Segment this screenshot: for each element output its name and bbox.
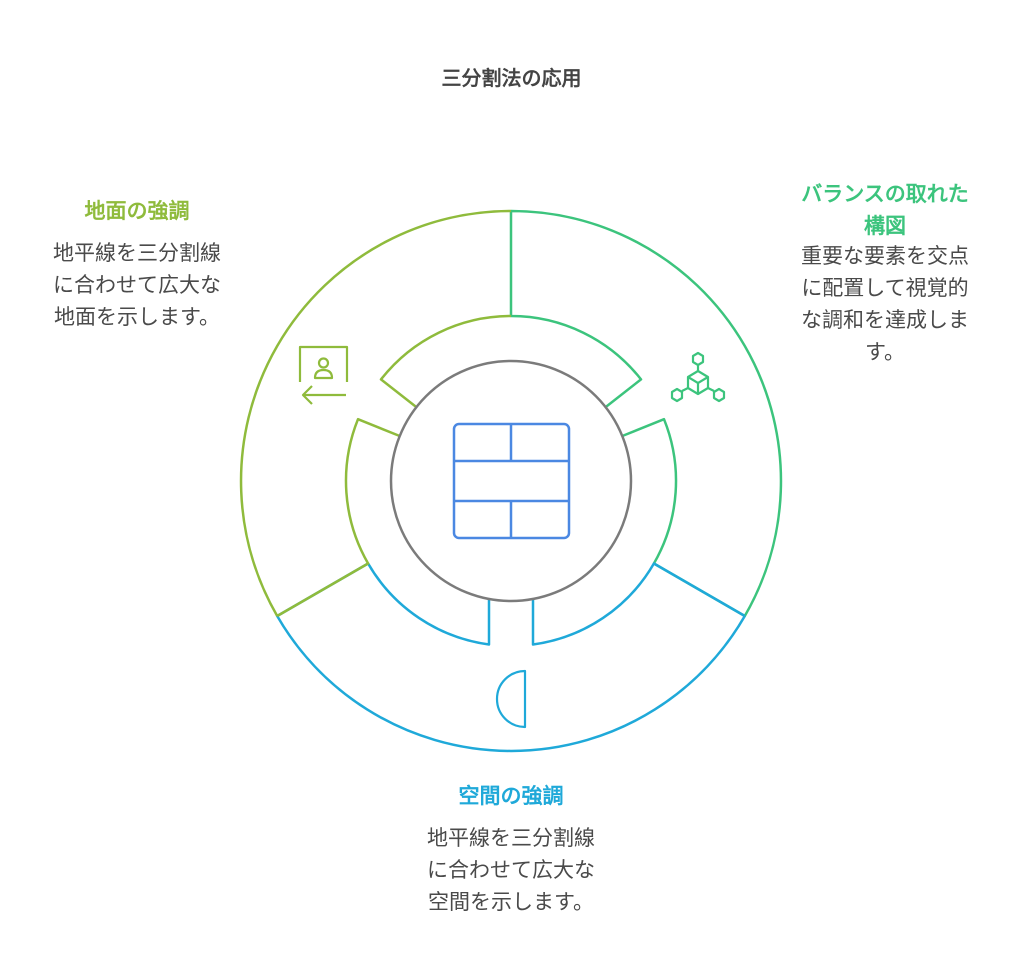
balance-line: な調和を達成しま bbox=[801, 308, 969, 332]
ground-heading: 地面の強調 bbox=[84, 199, 190, 223]
balance-line: す。 bbox=[865, 340, 905, 364]
segment-balance bbox=[509, 209, 783, 618]
balance-line: 重要な要素を交点 bbox=[801, 244, 969, 268]
molecule-cube-icon bbox=[670, 351, 726, 403]
ground-line: に合わせて広大な bbox=[53, 273, 221, 297]
space-line: 地平線を三分割線 bbox=[427, 826, 595, 850]
balance-line: に配置して視覚的 bbox=[801, 276, 969, 300]
half-circle-icon bbox=[495, 669, 527, 729]
balance-description: 重要な要素を交点 に配置して視覚的 な調和を達成しま す。 bbox=[775, 240, 995, 368]
space-heading: 空間の強調 bbox=[458, 784, 564, 808]
ground-line: 地平線を三分割線 bbox=[53, 241, 221, 265]
center-circle bbox=[389, 359, 633, 603]
ground-line: 地面を示します。 bbox=[54, 305, 220, 329]
space-line: に合わせて広大な bbox=[427, 858, 595, 882]
diagram-title: 三分割法の応用 bbox=[441, 66, 582, 90]
balance-heading-line: 構図 bbox=[864, 214, 906, 238]
space-description: 地平線を三分割線 に合わせて広大な 空間を示します。 bbox=[401, 822, 621, 918]
balance-heading: バランスの取れた 構図 bbox=[775, 178, 995, 242]
segment-space bbox=[275, 562, 746, 753]
rule-of-thirds-grid-icon bbox=[452, 422, 571, 540]
balance-heading-line: バランスの取れた bbox=[801, 182, 969, 206]
space-line: 空間を示します。 bbox=[428, 890, 594, 914]
user-frame-arrow-icon bbox=[298, 345, 349, 405]
ground-description: 地平線を三分割線 に合わせて広大な 地面を示します。 bbox=[27, 237, 247, 333]
segment-ground bbox=[239, 209, 512, 618]
